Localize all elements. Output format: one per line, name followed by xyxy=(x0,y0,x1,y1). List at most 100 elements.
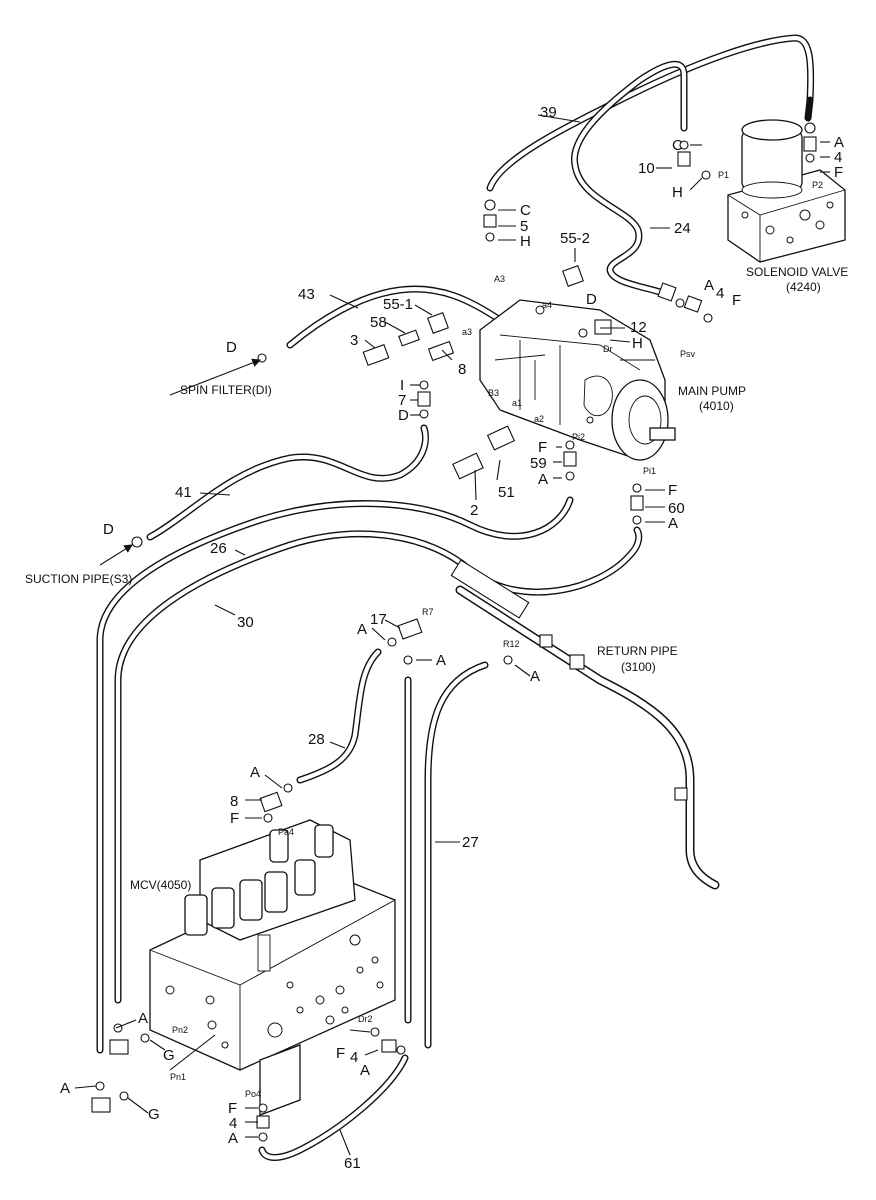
port-a4: a4 xyxy=(542,300,552,310)
mcv-label: MCV(4050) xyxy=(130,878,191,892)
hose-61 xyxy=(258,1054,409,1161)
port-A3: A3 xyxy=(494,274,505,284)
part-label-30: 30 xyxy=(237,614,254,631)
letter-A10: A xyxy=(60,1080,70,1097)
letter-A6: A xyxy=(436,652,446,669)
part-label-61: 61 xyxy=(344,1155,361,1172)
part-label-27: 27 xyxy=(462,834,479,851)
hose-30 xyxy=(114,526,643,1004)
letter-H3: H xyxy=(632,335,643,352)
component-labels: SOLENOID VALVE (4240) MAIN PUMP (4010) R… xyxy=(25,265,848,892)
port-Pn1: Pn1 xyxy=(170,1072,186,1082)
port-Pa4: Pa4 xyxy=(278,827,294,837)
main-pump-4010 xyxy=(479,299,676,461)
part-label-39: 39 xyxy=(540,104,557,121)
port-Po4: Po4 xyxy=(245,1089,261,1099)
main-pump-number: (4010) xyxy=(699,399,734,413)
port-a2: a2 xyxy=(534,414,544,424)
letter-I1: I xyxy=(400,377,404,394)
part-label-5: 5 xyxy=(520,218,528,235)
letter-D3: D xyxy=(398,407,409,424)
part-label-41: 41 xyxy=(175,484,192,501)
port-labels: P1 P2 A3 a4 a3 Dr Psv B3 a1 a2 Pi2 Pi1 R… xyxy=(170,170,823,1099)
letter-F4: F xyxy=(668,482,677,499)
part-label-4-solenoid: 4 xyxy=(834,149,842,166)
port-Pi2: Pi2 xyxy=(572,432,585,442)
part-label-2: 2 xyxy=(470,502,478,519)
port-P1: P1 xyxy=(718,170,729,180)
part-label-4-pump: 4 xyxy=(716,285,724,302)
port-R12: R12 xyxy=(503,639,520,649)
hose-26 xyxy=(96,496,574,1054)
hose-28 xyxy=(296,648,382,784)
letter-C2: C xyxy=(520,202,531,219)
letter-A11: A xyxy=(360,1062,370,1079)
solenoid-valve-label: SOLENOID VALVE xyxy=(746,265,848,279)
letter-F5: F xyxy=(230,810,239,827)
letter-F3: F xyxy=(538,439,547,456)
letter-A1: A xyxy=(834,134,844,151)
part-label-4-mcv-bottom: 4 xyxy=(229,1115,237,1132)
letter-C1: C xyxy=(672,137,683,154)
part-label-24: 24 xyxy=(674,220,691,237)
spin-filter-label: SPIN FILTER(DI) xyxy=(180,383,272,397)
fittings xyxy=(91,122,817,1142)
part-number-labels: 39 24 10 4 5 55-2 4 43 55-1 58 3 8 12 7 … xyxy=(175,104,842,1172)
letter-G2: G xyxy=(148,1106,160,1123)
letter-H2: H xyxy=(520,233,531,250)
letter-G1: G xyxy=(163,1047,175,1064)
letter-labels: C C H H H A A A A A A A A A A A A F F F … xyxy=(60,134,844,1147)
letter-H1: H xyxy=(672,184,683,201)
port-a1: a1 xyxy=(512,398,522,408)
port-Pi1: Pi1 xyxy=(643,466,656,476)
letter-D4: D xyxy=(103,521,114,538)
hose-24 xyxy=(570,60,688,296)
hose-39 xyxy=(486,34,815,192)
port-B3: B3 xyxy=(488,388,499,398)
part-label-43: 43 xyxy=(298,286,315,303)
letter-A8: A xyxy=(250,764,260,781)
leader-lines xyxy=(74,114,830,1156)
letter-F7: F xyxy=(228,1100,237,1117)
part-label-59: 59 xyxy=(530,455,547,472)
port-Pn2: Pn2 xyxy=(172,1025,188,1035)
part-label-17: 17 xyxy=(370,611,387,628)
port-Dr: Dr xyxy=(603,344,613,354)
letter-F1: F xyxy=(834,164,843,181)
part-label-10: 10 xyxy=(638,160,655,177)
letter-A7: A xyxy=(530,668,540,685)
letter-F6: F xyxy=(336,1045,345,1062)
mcv-4050 xyxy=(149,819,396,1116)
port-a3: a3 xyxy=(462,327,472,337)
part-label-3: 3 xyxy=(350,332,358,349)
part-label-8-pump: 8 xyxy=(458,361,466,378)
hose-27 xyxy=(404,661,489,1049)
letter-A2: A xyxy=(704,277,714,294)
port-R7: R7 xyxy=(422,607,434,617)
letter-A3: A xyxy=(538,471,548,488)
part-label-60: 60 xyxy=(668,500,685,517)
part-label-51: 51 xyxy=(498,484,515,501)
hoses xyxy=(96,34,815,1161)
main-pump-label: MAIN PUMP xyxy=(678,384,746,398)
part-label-7: 7 xyxy=(398,392,406,409)
letter-A5: A xyxy=(357,621,367,638)
suction-pipe-label: SUCTION PIPE(S3) xyxy=(25,572,132,586)
part-label-28: 28 xyxy=(308,731,325,748)
solenoid-valve-4240 xyxy=(727,119,846,263)
part-label-58: 58 xyxy=(370,314,387,331)
letter-A9: A xyxy=(138,1010,148,1027)
solenoid-valve-number: (4240) xyxy=(786,280,821,294)
port-P2: P2 xyxy=(812,180,823,190)
letter-A4: A xyxy=(668,515,678,532)
letter-F2: F xyxy=(732,292,741,309)
return-pipe-label: RETURN PIPE xyxy=(597,644,678,658)
part-label-4-mcv-right: 4 xyxy=(350,1049,358,1066)
letter-D2: D xyxy=(226,339,237,356)
port-Psv: Psv xyxy=(680,349,696,359)
part-label-8-mcv: 8 xyxy=(230,793,238,810)
part-label-12: 12 xyxy=(630,319,647,336)
port-Dr2: Dr2 xyxy=(358,1014,373,1024)
return-pipe-number: (3100) xyxy=(621,660,656,674)
